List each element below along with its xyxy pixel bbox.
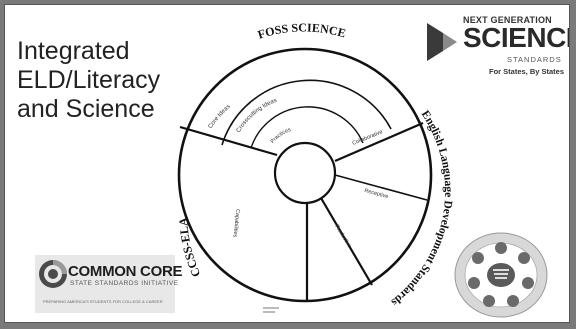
common-core-line-2: STATE STANDARDS INITIATIVE (70, 280, 179, 287)
label-receptive: Receptive (364, 188, 389, 200)
common-core-line-1: COMMON CORE (68, 263, 183, 280)
label-productive: Productive (333, 224, 352, 249)
slide-title: Integrated ELD/Literacy and Science (17, 37, 207, 124)
divider-right-lower (334, 174, 428, 201)
label-eld-standards: English Language Development Standards (388, 109, 454, 309)
ngss-logo-block: NEXT GENERATION SCIENCE STANDARDS For St… (423, 15, 569, 83)
footnote-mark (263, 307, 279, 309)
title-line-3: and Science (17, 95, 155, 123)
ngss-line-1: NEXT GENERATION (463, 15, 552, 25)
common-core-swirl-icon (39, 260, 67, 288)
label-ccss-segment: Capabilities (231, 209, 240, 238)
divider-right-upper (334, 121, 424, 163)
label-foss-science: FOSS SCIENCE (256, 20, 347, 41)
divider-lower-right (320, 197, 373, 286)
practices-arc (250, 106, 364, 149)
common-core-logo-block: COMMON CORE STATE STANDARDS INITIATIVE P… (35, 255, 183, 313)
title-line-1: Integrated (17, 37, 130, 65)
label-core-ideas: Core Ideas (208, 104, 232, 130)
label-practices: Practices (270, 127, 292, 145)
common-core-line-3: PREPARING AMERICA'S STUDENTS FOR COLLEGE… (43, 299, 163, 304)
divider-left-upper (179, 125, 278, 157)
standards-wheel-diagram: FOSS SCIENCE English Language Developmen… (176, 20, 454, 313)
ngss-line-4: For States, By States (489, 67, 565, 76)
outer-ring (177, 47, 433, 303)
center-circle (273, 141, 337, 205)
ngss-line-3: STANDARDS (507, 55, 562, 64)
label-crosscutting: Crosscutting Ideas (236, 98, 278, 134)
crosscutting-arc (221, 79, 392, 146)
mini-wheel-thumbnail (454, 232, 548, 318)
footnote-mark (263, 311, 275, 313)
ngss-line-2: SCIENCE (463, 22, 569, 53)
title-line-2: ELD/Literacy (17, 66, 161, 94)
ngss-logo-icon (427, 23, 457, 61)
slide: Integrated ELD/Literacy and Science FOSS… (4, 4, 570, 323)
